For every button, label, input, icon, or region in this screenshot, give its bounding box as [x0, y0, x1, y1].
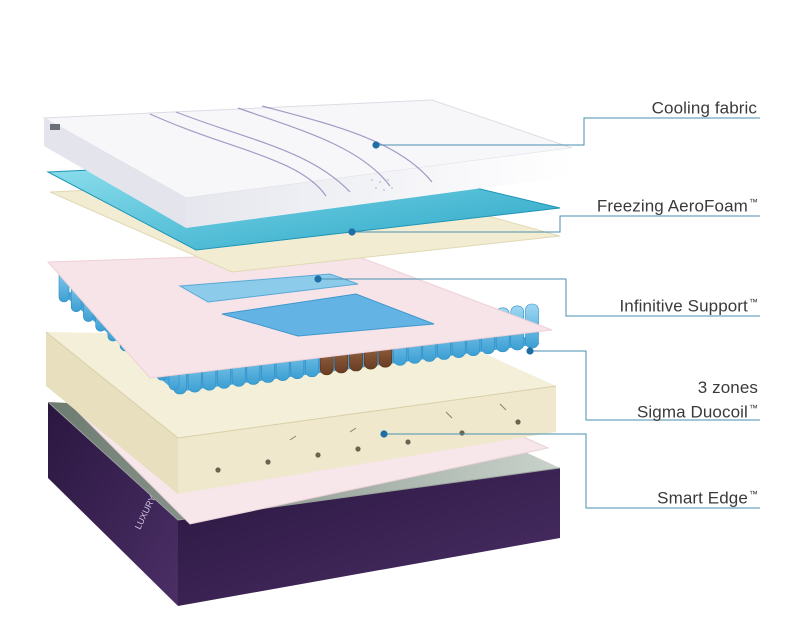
- label-smart-edge: Smart Edge™: [657, 488, 758, 508]
- dot-infinitive: [314, 275, 322, 283]
- leader-smart-edge: [384, 433, 760, 509]
- leader-cooling-fabric: [376, 117, 760, 146]
- dot-smart-edge: [380, 430, 388, 438]
- infinitive-support-layer: [46, 251, 553, 379]
- support-pad-center: [221, 293, 435, 337]
- frame-vent-holes: [215, 419, 521, 473]
- dot-duocoil: [526, 347, 534, 355]
- dot-aerofoam: [348, 228, 356, 236]
- leader-infinitive: [318, 278, 760, 317]
- cover-tag: [50, 124, 60, 130]
- label-sigma-duocoil: 3 zones Sigma Duocoil™: [636, 378, 758, 422]
- leader-lines: [318, 117, 760, 509]
- dot-cooling-fabric: [372, 141, 380, 149]
- leader-duocoil: [530, 350, 760, 421]
- leader-dots: [314, 141, 534, 438]
- label-freezing-aerofoam: Freezing AeroFoam™: [596, 196, 758, 216]
- leader-aerofoam: [352, 215, 760, 233]
- cooling-fabric-cover: [42, 99, 573, 228]
- support-pad-top: [178, 273, 359, 303]
- label-cooling-fabric: Cooling fabric: [651, 98, 757, 118]
- label-infinitive-support: Infinitive Support™: [619, 296, 758, 316]
